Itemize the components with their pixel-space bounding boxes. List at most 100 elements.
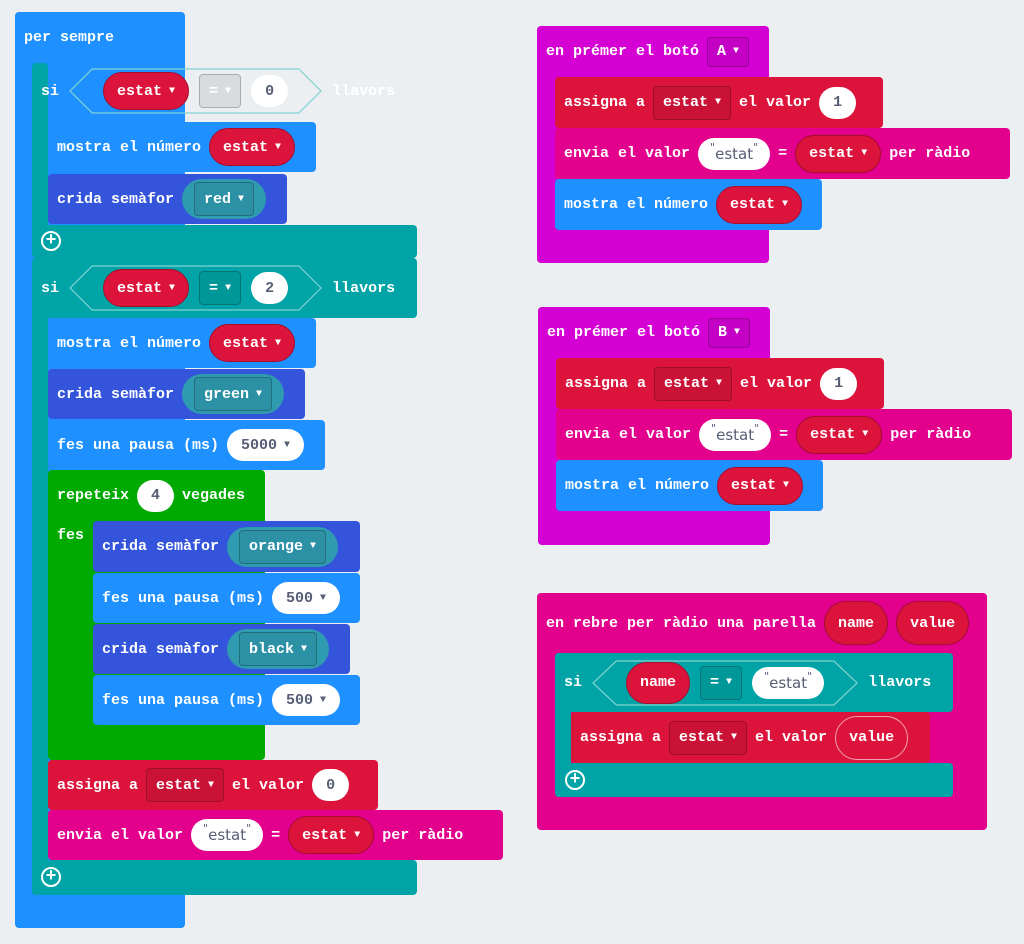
block-label: assigna a bbox=[564, 94, 646, 111]
color-argument: green▼ bbox=[182, 374, 285, 414]
dropdown-caret-icon: ▼ bbox=[733, 46, 740, 57]
color-dropdown[interactable]: black▼ bbox=[239, 632, 318, 666]
hexagon-outline bbox=[69, 265, 322, 311]
block-label: mostra el número bbox=[565, 477, 710, 494]
variable-estat[interactable]: estat▼ bbox=[716, 185, 803, 224]
block-label: per ràdio bbox=[382, 826, 464, 844]
param-name[interactable]: name bbox=[824, 601, 889, 645]
dropdown-caret-icon: ▼ bbox=[238, 193, 245, 205]
variable-estat[interactable]: estat▼ bbox=[795, 134, 882, 173]
dropdown-caret-icon: ▼ bbox=[715, 97, 722, 108]
dropdown-caret-icon: ▼ bbox=[716, 378, 723, 389]
dropdown-caret-icon: ▼ bbox=[320, 592, 327, 604]
compare-block[interactable]: estat▼ =▼ 0 bbox=[69, 68, 322, 114]
times-label: vegades bbox=[182, 487, 246, 504]
add-else-plus-icon[interactable]: + bbox=[565, 770, 585, 790]
block-label: el valor bbox=[739, 94, 812, 111]
value-input[interactable]: 1 bbox=[820, 367, 858, 400]
pause-dropdown[interactable]: 500▼ bbox=[272, 582, 341, 614]
dropdown-caret-icon: ▼ bbox=[208, 779, 215, 791]
compare-block[interactable]: estat▼ =▼ 2 bbox=[69, 265, 322, 311]
color-dropdown[interactable]: green▼ bbox=[194, 377, 273, 411]
block-label: crida semàfor bbox=[57, 190, 175, 208]
variable-estat[interactable]: estat▼ bbox=[717, 466, 804, 505]
variable-estat[interactable]: estat▼ bbox=[209, 324, 296, 362]
event-label: en prémer el botó bbox=[547, 324, 701, 341]
variable-estat[interactable]: estat▼ bbox=[103, 72, 190, 110]
block-label: envia el valor bbox=[565, 426, 692, 443]
if-footer bbox=[32, 860, 417, 895]
variable-estat[interactable]: estat▼ bbox=[103, 269, 190, 307]
block-label: el valor bbox=[755, 729, 828, 746]
variable-dropdown[interactable]: estat▼ bbox=[669, 720, 748, 755]
dropdown-caret-icon: ▼ bbox=[320, 694, 327, 706]
variable-estat[interactable]: estat▼ bbox=[209, 128, 296, 166]
color-dropdown[interactable]: red▼ bbox=[194, 182, 255, 216]
set-variable-block[interactable]: assigna a estat▼ el valor 1 bbox=[556, 358, 884, 409]
block-label: per ràdio bbox=[890, 426, 972, 443]
set-variable-block[interactable]: assigna a estat▼ el valor 1 bbox=[555, 77, 883, 128]
call-semaphore-block[interactable]: crida semàfor black▼ bbox=[93, 624, 350, 674]
block-label: assigna a bbox=[57, 776, 139, 794]
color-argument: black▼ bbox=[227, 629, 330, 669]
block-label: envia el valor bbox=[564, 145, 691, 162]
compare-block[interactable]: name =▼ estat bbox=[592, 659, 858, 706]
block-label: mostra el número bbox=[564, 196, 709, 213]
dropdown-caret-icon: ▼ bbox=[310, 541, 317, 552]
event-label: en rebre per ràdio una parella bbox=[546, 614, 817, 632]
pause-block[interactable]: fes una pausa (ms) 500▼ bbox=[93, 573, 360, 623]
variable-dropdown[interactable]: estat▼ bbox=[653, 85, 732, 120]
repeat-count-input[interactable]: 4 bbox=[137, 479, 175, 512]
pause-dropdown[interactable]: 500▼ bbox=[272, 684, 341, 716]
hexagon-outline bbox=[69, 68, 322, 114]
value-input[interactable]: 1 bbox=[819, 86, 857, 119]
set-variable-block[interactable]: assigna a estat▼ el valor value bbox=[571, 712, 930, 763]
radio-send-value-block[interactable]: envia el valor estat = estat▼ per ràdio bbox=[555, 128, 1010, 179]
add-else-plus-icon[interactable]: + bbox=[41, 231, 61, 251]
show-number-block[interactable]: mostra el número estat▼ bbox=[48, 122, 316, 172]
radio-send-value-block[interactable]: envia el valor estat = estat▼ per ràdio bbox=[556, 409, 1012, 460]
show-number-block[interactable]: mostra el número estat▼ bbox=[555, 179, 822, 230]
add-else-plus-icon[interactable]: + bbox=[41, 867, 61, 887]
block-label: el valor bbox=[232, 776, 305, 794]
color-argument: orange▼ bbox=[227, 526, 339, 567]
name-string-input[interactable]: estat bbox=[191, 819, 264, 851]
if-label: si bbox=[41, 82, 60, 100]
radio-send-value-block[interactable]: envia el valor estat = estat▼ per ràdio bbox=[48, 810, 503, 860]
variable-estat[interactable]: estat▼ bbox=[796, 415, 883, 454]
color-dropdown[interactable]: orange▼ bbox=[239, 529, 327, 564]
string-input[interactable]: estat bbox=[752, 666, 825, 699]
block-label: fes una pausa (ms) bbox=[57, 436, 220, 454]
number-input[interactable]: 2 bbox=[251, 272, 289, 304]
set-variable-block[interactable]: assigna a estat▼ el valor 0 bbox=[48, 760, 378, 810]
operator-dropdown[interactable]: =▼ bbox=[700, 665, 743, 700]
show-number-block[interactable]: mostra el número estat▼ bbox=[556, 460, 823, 511]
name-string-input[interactable]: estat bbox=[699, 418, 772, 451]
pause-block[interactable]: fes una pausa (ms) 5000▼ bbox=[48, 420, 325, 470]
pause-dropdown[interactable]: 5000▼ bbox=[227, 429, 305, 461]
variable-estat[interactable]: estat▼ bbox=[288, 816, 375, 854]
if-header[interactable]: si name =▼ estat llavors bbox=[555, 653, 953, 712]
name-string-input[interactable]: estat bbox=[698, 137, 771, 170]
variable-dropdown[interactable]: estat▼ bbox=[654, 366, 733, 401]
block-label: envia el valor bbox=[57, 826, 184, 844]
number-input[interactable]: 0 bbox=[251, 75, 289, 107]
dropdown-caret-icon: ▼ bbox=[783, 480, 790, 491]
variable-name[interactable]: name bbox=[626, 661, 691, 704]
button-dropdown[interactable]: B▼ bbox=[708, 317, 751, 348]
pause-block[interactable]: fes una pausa (ms) 500▼ bbox=[93, 675, 360, 725]
show-number-block[interactable]: mostra el número estat▼ bbox=[48, 318, 316, 368]
operator-dropdown[interactable]: =▼ bbox=[199, 74, 242, 108]
dropdown-caret-icon: ▼ bbox=[275, 337, 282, 349]
button-dropdown[interactable]: A▼ bbox=[707, 36, 750, 67]
hexagon-outline bbox=[592, 659, 858, 706]
operator-dropdown[interactable]: =▼ bbox=[199, 271, 242, 305]
param-value[interactable]: value bbox=[896, 601, 970, 645]
call-semaphore-block[interactable]: crida semàfor green▼ bbox=[48, 369, 305, 419]
variable-dropdown[interactable]: estat▼ bbox=[146, 768, 225, 802]
call-semaphore-block[interactable]: crida semàfor red▼ bbox=[48, 174, 287, 224]
value-param[interactable]: value bbox=[835, 715, 909, 760]
call-semaphore-block[interactable]: crida semàfor orange▼ bbox=[93, 521, 360, 572]
forever-header: per sempre bbox=[15, 12, 185, 63]
value-input[interactable]: 0 bbox=[312, 769, 350, 801]
